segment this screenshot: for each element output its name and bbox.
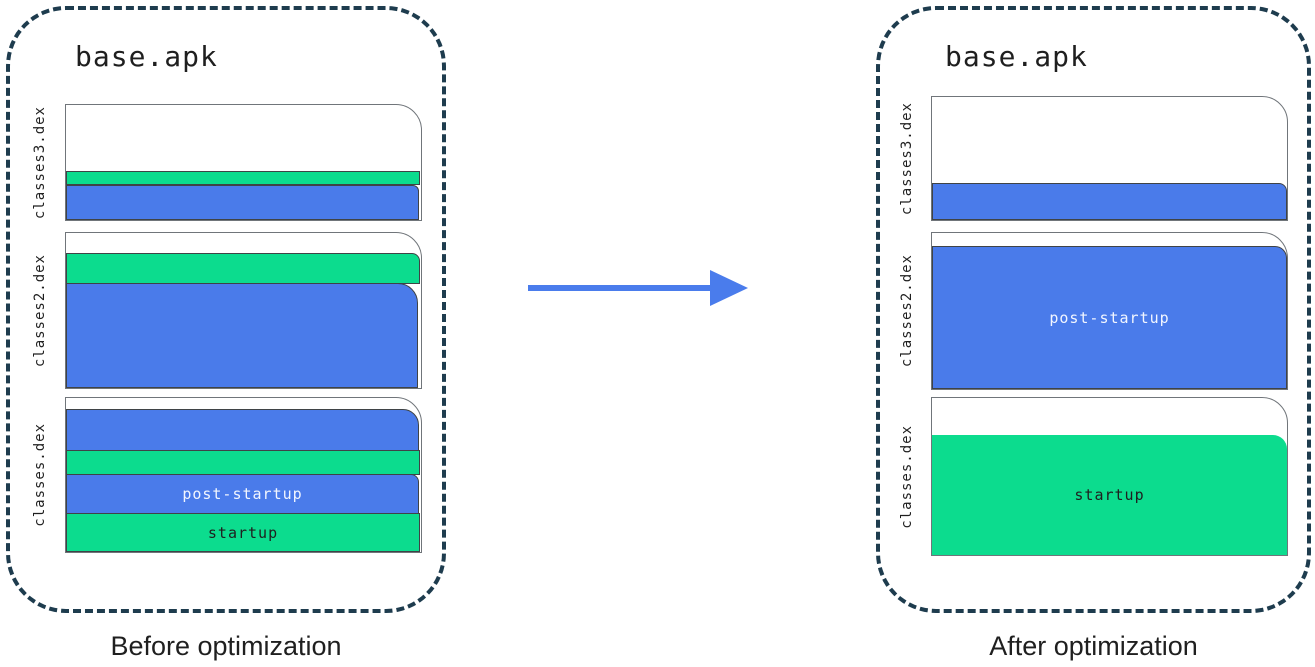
post-startup-segment [66,283,418,388]
dex-file-classes2-before [65,232,422,389]
startup-segment [66,253,420,284]
post-startup-segment [66,409,419,451]
apk-container-after [876,6,1311,613]
startup-label: startup [207,523,279,542]
dex-file-classes-before: post-startup startup [65,397,422,553]
apk-container-before [6,6,446,613]
dex-file-classes2-after: post-startup [931,232,1288,390]
post-startup-label: post-startup [1049,308,1170,327]
startup-segment-labeled: startup [66,513,420,552]
transform-arrow [520,260,760,316]
after-caption: After optimization [989,631,1198,661]
startup-label: startup [1074,486,1145,504]
dex-file-label-classes-before: classes.dex [32,423,48,527]
dex-file-label-classes2-after: classes2.dex [899,254,915,368]
arrow-right-icon [528,270,748,306]
dex-file-classes3-before [65,104,422,221]
startup-segment [66,450,420,475]
apk-title-before: base.apk [75,40,218,73]
startup-segment [66,171,420,185]
post-startup-segment-labeled: post-startup [66,474,419,514]
dex-file-classes-after: startup [931,397,1288,556]
post-startup-segment [66,185,419,220]
startup-segment-labeled: startup [932,435,1287,555]
post-startup-segment [932,183,1287,220]
post-startup-segment-labeled: post-startup [932,246,1287,389]
dex-file-label-classes-after: classes.dex [899,424,915,529]
post-startup-label: post-startup [182,485,303,503]
dex-file-label-classes2-before: classes2.dex [32,253,48,368]
apk-title-after: base.apk [945,40,1088,73]
before-caption: Before optimization [110,631,342,661]
dex-file-label-classes3-before: classes3.dex [32,105,48,220]
dex-file-label-classes3-after: classes3.dex [899,101,915,216]
dex-file-classes3-after [931,96,1288,221]
